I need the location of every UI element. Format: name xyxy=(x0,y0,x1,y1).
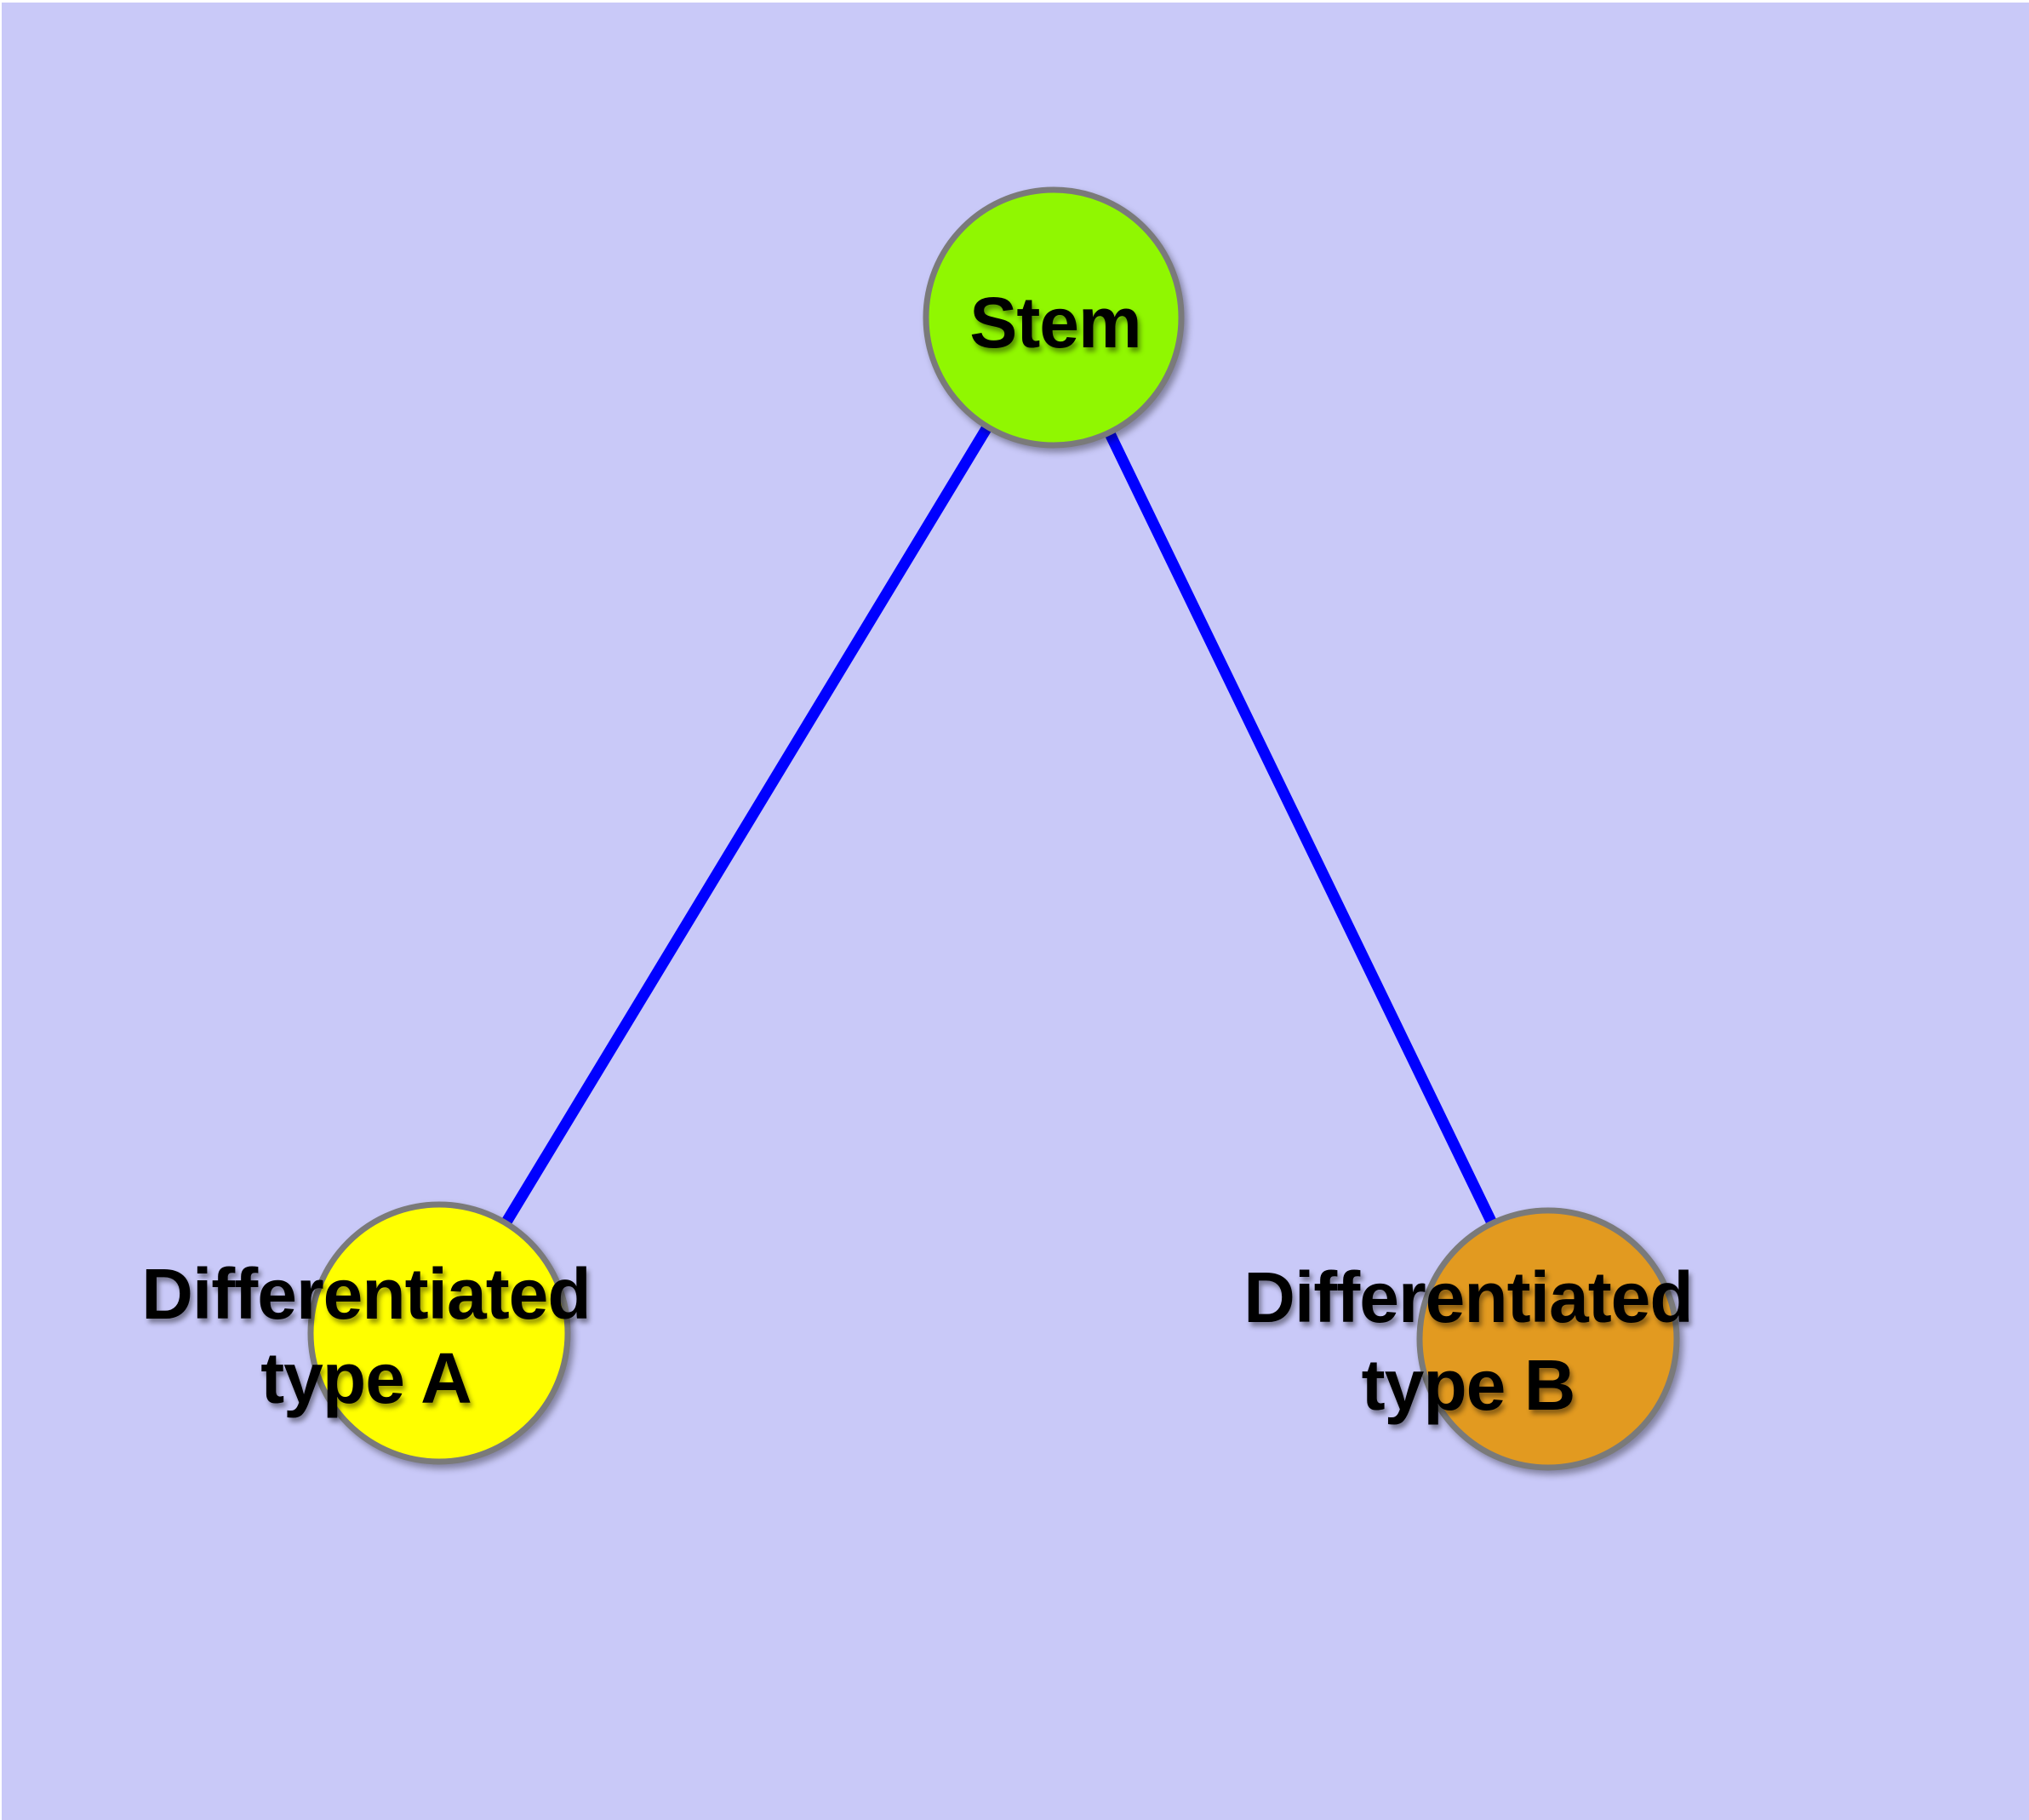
label-layer: Stem Differentiated type A Differentiate… xyxy=(141,283,1693,1425)
node-differentiated-type-a xyxy=(307,1201,571,1465)
edge-stem-to-differentiated-type-b xyxy=(1048,312,1554,1345)
node-stem xyxy=(923,186,1185,449)
node-layer xyxy=(307,186,1680,1471)
node-label-differentiated-type-a-line2: type A xyxy=(260,1338,472,1418)
edge-layer xyxy=(433,312,1554,1345)
node-label-differentiated-type-a-line1: Differentiated xyxy=(141,1254,590,1334)
node-differentiated-type-b xyxy=(1416,1207,1680,1471)
node-label-differentiated-type-b-line2: type B xyxy=(1362,1345,1575,1425)
node-label-differentiated-type-b-line1: Differentiated xyxy=(1243,1257,1692,1337)
edge-stem-to-differentiated-type-a xyxy=(433,312,1060,1339)
node-label-stem: Stem xyxy=(969,283,1140,363)
